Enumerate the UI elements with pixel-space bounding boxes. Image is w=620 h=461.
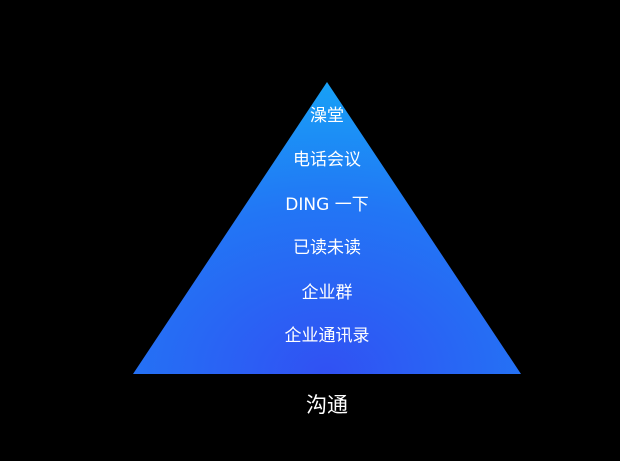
pyramid-level-label: 澡堂 [310,106,344,126]
pyramid-caption: 沟通 [306,393,348,417]
pyramid-level-label: 电话会议 [293,150,361,170]
pyramid-level-label: 已读未读 [293,238,361,258]
pyramid-level-label: 企业通讯录 [284,326,370,346]
pyramid-triangle [133,82,521,374]
pyramid-level-label: 企业群 [301,283,353,303]
pyramid-level-label: DING 一下 [285,195,369,215]
